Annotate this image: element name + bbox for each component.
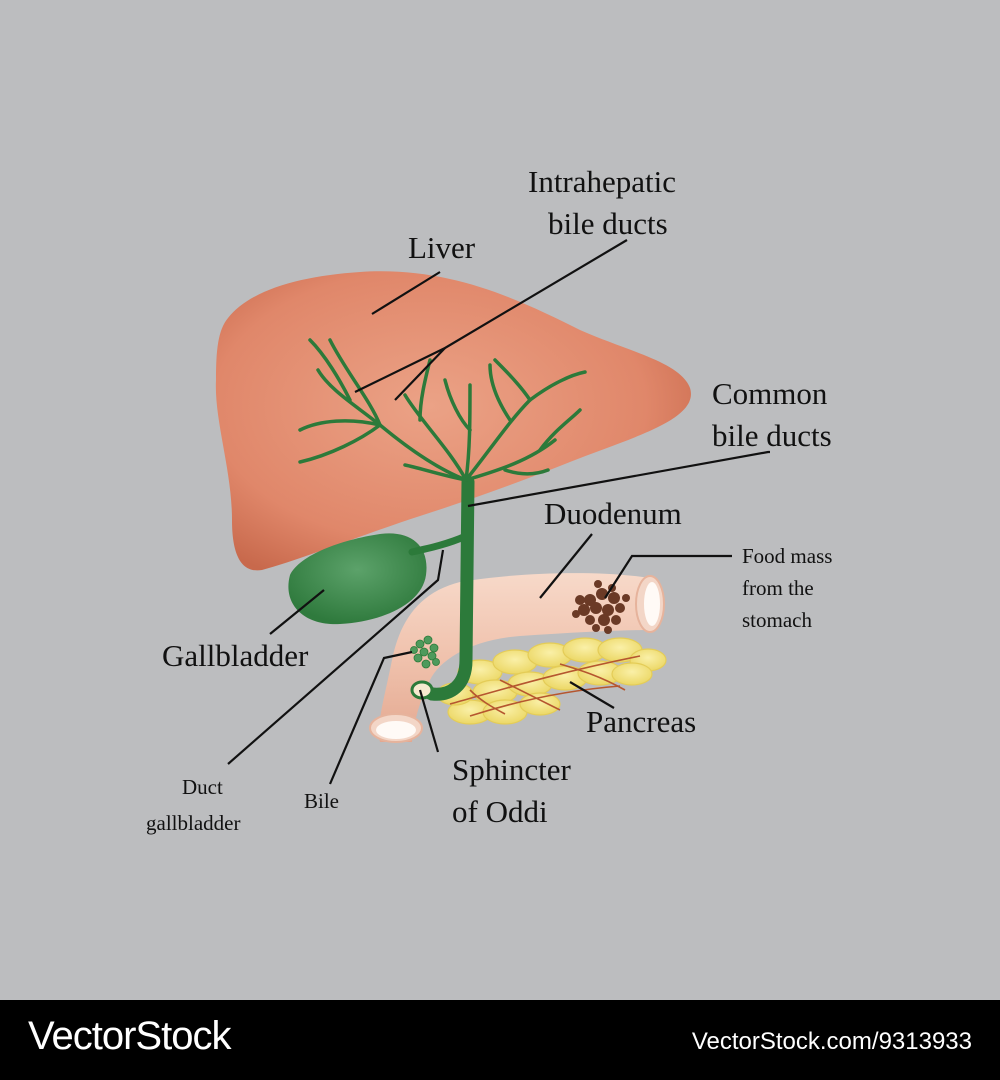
footer-brand: VectorStock [28, 1014, 231, 1058]
label-intrahepatic-line2: bile ducts [548, 206, 668, 241]
label-duodenum: Duodenum [544, 496, 682, 531]
label-food-line1: Food mass [742, 544, 832, 568]
leader-bile [328, 650, 413, 785]
gallbladder-shape [288, 533, 427, 625]
label-common-line2: bile ducts [712, 418, 832, 453]
label-liver: Liver [408, 230, 476, 265]
bile-droplets [410, 635, 440, 669]
leader-pancreas [569, 681, 615, 709]
leader-duct-gallbladder [227, 549, 445, 765]
label-gallbladder: Gallbladder [162, 638, 309, 673]
label-food-line3: stomach [742, 608, 812, 632]
label-bile: Bile [304, 789, 339, 813]
leader-intrahepatic-b [394, 347, 446, 401]
label-pancreas: Pancreas [586, 704, 696, 739]
watermark-footer: VectorStock VectorStock.com/9313933 [0, 1000, 1000, 1080]
label-food-line2: from the [742, 576, 814, 600]
leader-liver [371, 271, 441, 315]
leader-gallbladder [269, 589, 325, 635]
label-duct-line2: gallbladder [146, 811, 240, 835]
leader-sphincter [418, 689, 440, 753]
intrahepatic-ducts [298, 338, 587, 482]
cystic-duct [408, 532, 470, 556]
label-common-line1: Common [712, 376, 828, 411]
leader-food [604, 554, 732, 599]
pancreas-vessels [449, 655, 641, 717]
footer-url: VectorStock.com/9313933 [691, 1028, 972, 1055]
leader-duodenum [539, 533, 593, 599]
label-intrahepatic-line1: Intrahepatic [528, 164, 676, 199]
labels: Liver Intrahepatic bile ducts Common bil… [146, 164, 832, 835]
leader-lines [227, 239, 770, 785]
label-duct-line1: Duct [182, 775, 223, 799]
label-sphincter-line1: Sphincter [452, 752, 571, 787]
label-sphincter-line2: of Oddi [452, 794, 548, 829]
leader-common [467, 450, 770, 508]
biliary-anatomy-diagram: Liver Intrahepatic bile ducts Common bil… [146, 164, 832, 835]
food-mass [572, 580, 630, 634]
